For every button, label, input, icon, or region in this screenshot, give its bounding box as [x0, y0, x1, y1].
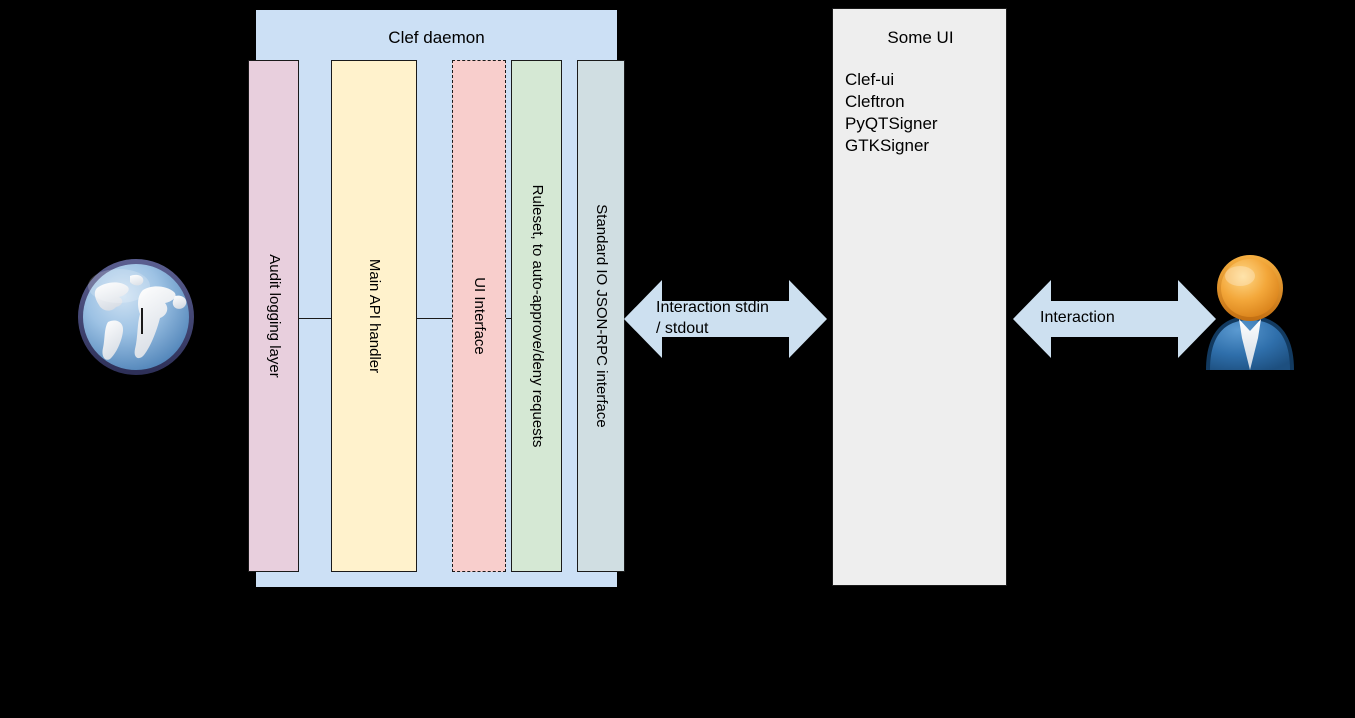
some-ui-panel-title: Some UI — [887, 28, 954, 47]
layer-stdio-jsonrpc[interactable]: Standard IO JSON-RPC interface — [577, 60, 625, 572]
user-interaction-arrow-label: Interaction — [1040, 309, 1115, 326]
connector-api-ui — [417, 318, 452, 319]
clef-daemon-container: Clef daemon — [256, 10, 617, 587]
layer-ruleset[interactable]: Ruleset, to auto-approve/deny requests — [511, 60, 562, 572]
layer-stdio-jsonrpc-label: Standard IO JSON-RPC interface — [593, 204, 610, 428]
connector-audit-api — [299, 318, 331, 319]
list-item: Cleftron — [845, 92, 905, 111]
layer-main-api-handler-label: Main API handler — [366, 258, 383, 374]
layer-audit-logging[interactable]: Audit logging layer — [248, 60, 299, 572]
layer-ruleset-label: Ruleset, to auto-approve/deny requests — [528, 184, 546, 448]
layer-ui-interface[interactable]: UI Interface — [452, 60, 506, 572]
some-ui-panel[interactable]: Some UI Clef-ui Cleftron PyQTSigner GTKS… — [832, 8, 1007, 586]
stdio-interaction-arrow-label: Interaction stdin / stdout — [656, 299, 769, 337]
clef-daemon-title: Clef daemon — [388, 28, 485, 47]
layer-main-api-handler[interactable]: Main API handler — [331, 60, 417, 572]
some-ui-implementation-list: Clef-ui Cleftron PyQTSigner GTKSigner — [845, 69, 1005, 157]
user-icon — [1200, 252, 1300, 370]
stdio-interaction-arrow — [624, 276, 827, 362]
list-item: PyQTSigner — [845, 114, 938, 133]
list-item: Clef-ui — [845, 70, 895, 89]
layer-ui-interface-label: UI Interface — [471, 277, 488, 355]
user-interaction-arrow — [1013, 276, 1216, 362]
layer-audit-logging-label: Audit logging layer — [265, 254, 283, 378]
globe-icon — [75, 256, 197, 378]
list-item: GTKSigner — [845, 136, 930, 155]
